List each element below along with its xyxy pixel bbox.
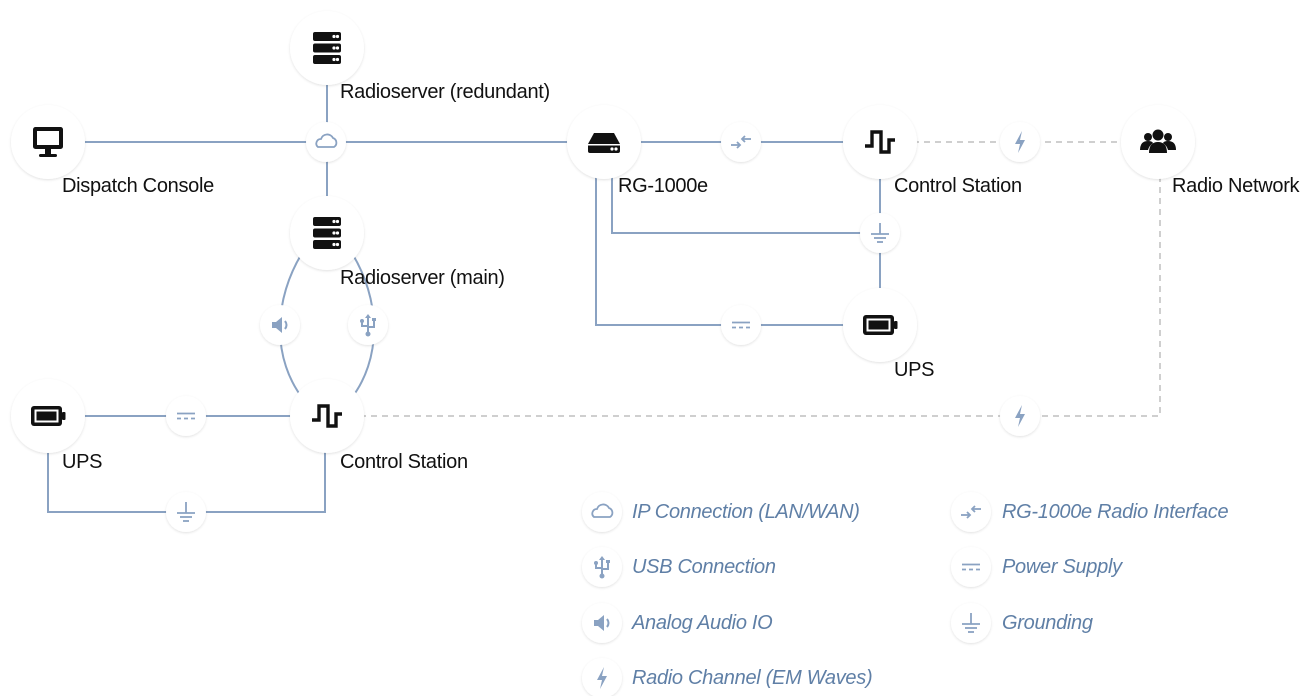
radioserver-redundant-node[interactable] (290, 11, 364, 85)
radio-network-node[interactable] (1121, 105, 1195, 179)
cloud-icon (306, 122, 346, 162)
legend-label-radio-channel: Radio Channel (EM Waves) (632, 667, 873, 689)
battery-icon (863, 315, 898, 335)
rg1000e-label: RG-1000e (618, 175, 708, 197)
legend-icons (582, 492, 991, 696)
control-station-left-node[interactable] (290, 379, 364, 453)
dc-power-icon (166, 396, 206, 436)
speaker-icon (260, 305, 300, 345)
legend-label-analog-audio: Analog Audio IO (632, 612, 773, 634)
ground-icon (951, 603, 991, 643)
radio-interface-icon (721, 122, 761, 162)
radioserver-main-label: Radioserver (main) (340, 267, 505, 289)
dc-power-icon (951, 547, 991, 587)
nodes (11, 11, 1195, 453)
dc-power-icon (721, 305, 761, 345)
bolt-icon (1000, 122, 1040, 162)
dispatch-console-label: Dispatch Console (62, 175, 214, 197)
bolt-icon (582, 658, 622, 696)
dispatch-console-node[interactable] (11, 105, 85, 179)
cloud-icon (582, 492, 622, 532)
battery-icon (31, 406, 66, 426)
ups-right-node[interactable] (843, 288, 917, 362)
ground-icon (860, 213, 900, 253)
radio-channel-lines (327, 141, 1161, 417)
legend-label-radio-interface: RG-1000e Radio Interface (1002, 501, 1229, 523)
power-link-rg1000e-ups (595, 142, 880, 326)
gateway-icon (588, 133, 620, 153)
control-station-right-label: Control Station (894, 175, 1022, 197)
ups-right-label: UPS (894, 359, 935, 381)
server-icon (313, 217, 341, 249)
bolt-icon (1000, 396, 1040, 436)
legend-label-ip-connection: IP Connection (LAN/WAN) (632, 501, 860, 523)
control-station-left-label: Control Station (340, 451, 468, 473)
legend-label-grounding: Grounding (1002, 612, 1093, 634)
speaker-icon (582, 603, 622, 643)
ground-icon (166, 492, 206, 532)
connectors (166, 122, 1040, 532)
radio-network-label: Radio Network (1172, 175, 1300, 197)
rg1000e-node[interactable] (567, 105, 641, 179)
legend-label-usb-connection: USB Connection (632, 556, 776, 578)
radio-link-lower (327, 175, 1161, 417)
ups-left-node[interactable] (11, 379, 85, 453)
legend-label-power-supply: Power Supply (1002, 556, 1122, 578)
ups-left-label: UPS (62, 451, 103, 473)
radioserver-main-node[interactable] (290, 196, 364, 270)
usb-icon (348, 305, 388, 345)
control-station-right-node[interactable] (843, 105, 917, 179)
radio-interface-icon (951, 492, 991, 532)
server-icon (313, 32, 341, 64)
usb-icon (582, 547, 622, 587)
radioserver-redundant-label: Radioserver (redundant) (340, 81, 550, 103)
